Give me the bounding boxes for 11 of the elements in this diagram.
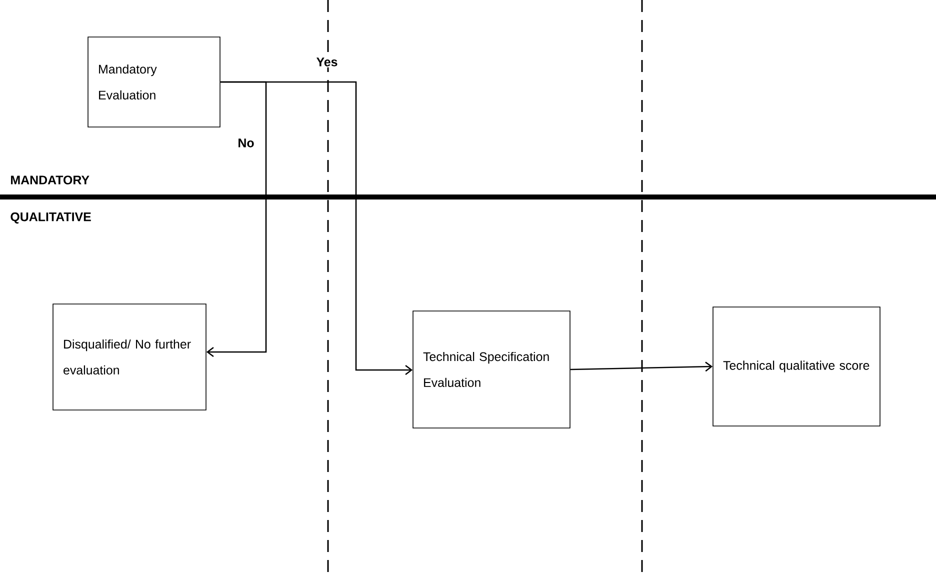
arrow <box>206 81 267 357</box>
section-label: MANDATORY <box>11 176 90 184</box>
section-label: QUALITATIVE <box>10 212 91 224</box>
arrow <box>570 362 713 372</box>
process-box: Disqualified/ No further evaluation <box>52 304 206 410</box>
edge-label: No <box>236 138 256 148</box>
edge-label: Yes <box>315 56 339 68</box>
process-box: Mandatory Evaluation <box>88 36 220 128</box>
process-box: Technical qualitative score <box>712 306 880 426</box>
arrow <box>220 81 413 375</box>
process-box: Technical Specification Evaluation <box>412 310 570 428</box>
